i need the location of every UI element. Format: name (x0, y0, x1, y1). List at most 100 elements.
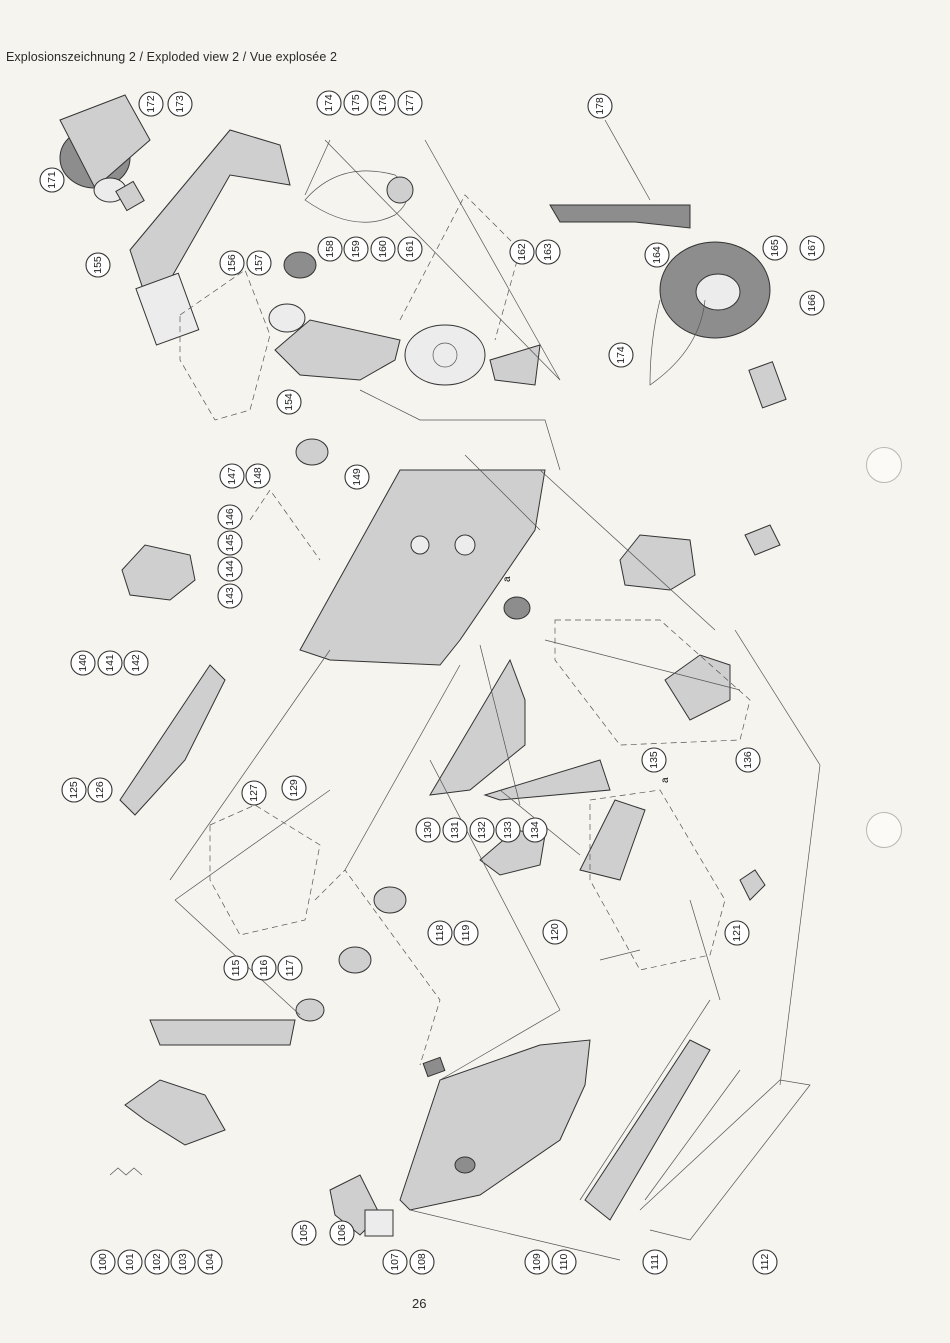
callout-label: 105 (298, 1224, 310, 1242)
callout-164: 164 (644, 242, 670, 268)
callout-174b: 174 (608, 342, 634, 368)
callout-159: 159 (343, 236, 369, 262)
callout-108: 108 (409, 1249, 435, 1275)
callout-label: 141 (104, 654, 116, 672)
solenoid-143 (121, 544, 196, 601)
callout-144: 144 (217, 556, 243, 582)
callout-176: 176 (370, 90, 396, 116)
callout-167: 167 (799, 235, 825, 261)
callout-label: 147 (226, 467, 238, 485)
callout-label: 166 (806, 294, 818, 312)
solenoid-right (619, 534, 696, 591)
callout-label: 171 (46, 171, 58, 189)
callout-label: 127 (248, 784, 260, 802)
callout-107: 107 (382, 1249, 408, 1275)
callout-label: 109 (531, 1253, 543, 1271)
callout-101: 101 (117, 1249, 143, 1275)
callout-162: 162 (509, 239, 535, 265)
callout-label: 144 (224, 560, 236, 578)
callout-label: 131 (449, 821, 461, 839)
callout-172: 172 (138, 91, 164, 117)
callout-label: 143 (224, 587, 236, 605)
callout-146: 146 (217, 504, 243, 530)
callout-label: 148 (252, 467, 264, 485)
callout-markers: 172 173 171 174 175 176 177 178 155 156 … (39, 90, 825, 1275)
plate-154 (274, 319, 401, 381)
punch-hole-upper (866, 447, 902, 483)
callout-105: 105 (291, 1220, 317, 1246)
callout-136: 136 (735, 747, 761, 773)
callout-label: 130 (422, 821, 434, 839)
callout-100: 100 (90, 1249, 116, 1275)
callout-label: 145 (224, 534, 236, 552)
callout-127: 127 (241, 780, 267, 806)
callout-130: 130 (415, 817, 441, 843)
assembly-136 (664, 654, 731, 721)
callout-label: 119 (460, 924, 472, 941)
callout-label: 173 (174, 95, 186, 113)
main-chassis-plate (299, 469, 546, 666)
callout-178: 178 (587, 93, 613, 119)
callout-label: 117 (284, 959, 296, 976)
bracket-115 (149, 1019, 296, 1046)
callout-label: 165 (769, 239, 781, 257)
page-number: 26 (412, 1296, 427, 1311)
callout-126: 126 (87, 777, 113, 803)
callout-label: 157 (253, 254, 265, 272)
callout-label: 177 (404, 94, 416, 112)
callout-121: 121 (724, 920, 750, 946)
motor-assembly (59, 94, 151, 212)
callout-117: 117 (277, 955, 303, 981)
lever-plate-125 (119, 664, 226, 816)
callout-label: 159 (350, 240, 362, 258)
page-title: Explosionszeichnung 2 / Exploded view 2 … (6, 50, 338, 64)
u-frame-112 (639, 1079, 811, 1241)
callout-label: 167 (806, 239, 818, 257)
callout-label: 135 (648, 751, 660, 769)
callout-148: 148 (245, 463, 271, 489)
callout-label: 112 (759, 1253, 771, 1270)
callout-104: 104 (197, 1249, 223, 1275)
callout-label: 103 (177, 1253, 189, 1271)
callout-131: 131 (442, 817, 468, 843)
callout-174a: 174 (316, 90, 342, 116)
callout-142: 142 (123, 650, 149, 676)
callout-115: 115 (223, 955, 249, 981)
rail-110 (584, 1039, 711, 1221)
callout-label: 142 (130, 654, 142, 672)
gear-stack (373, 886, 407, 914)
callout-label: 126 (94, 781, 106, 799)
callout-label: 160 (377, 240, 389, 258)
callout-175: 175 (343, 90, 369, 116)
callout-label: 172 (145, 95, 157, 113)
callout-label: 178 (594, 97, 606, 115)
callout-label: 118 (434, 924, 446, 941)
callout-149: 149 (344, 464, 370, 490)
callout-label: 156 (226, 254, 238, 272)
callout-label: 175 (350, 94, 362, 112)
callout-102: 102 (144, 1249, 170, 1275)
bottom-chassis-108 (399, 1039, 591, 1211)
callout-143: 143 (217, 583, 243, 609)
callout-label: 149 (351, 468, 363, 486)
callout-label: 140 (77, 654, 89, 672)
callout-141: 141 (97, 650, 123, 676)
callout-label: 133 (502, 821, 514, 839)
bracket-178 (549, 204, 691, 229)
callout-label: 106 (336, 1224, 348, 1242)
callout-label: 110 (558, 1253, 570, 1270)
bracket-130 (429, 658, 526, 796)
callout-label: 104 (204, 1253, 216, 1271)
callout-177: 177 (397, 90, 423, 116)
large-pulley (404, 324, 486, 386)
callout-label: 163 (542, 243, 554, 261)
callout-label: 121 (731, 924, 743, 942)
callout-label: 125 (68, 781, 80, 799)
callout-171: 171 (39, 167, 65, 193)
marker-a-lower: a (660, 777, 671, 783)
callout-label: 158 (324, 240, 336, 258)
callout-103: 103 (170, 1249, 196, 1275)
callout-161: 161 (397, 236, 423, 262)
reference-markers: a a (502, 576, 671, 783)
